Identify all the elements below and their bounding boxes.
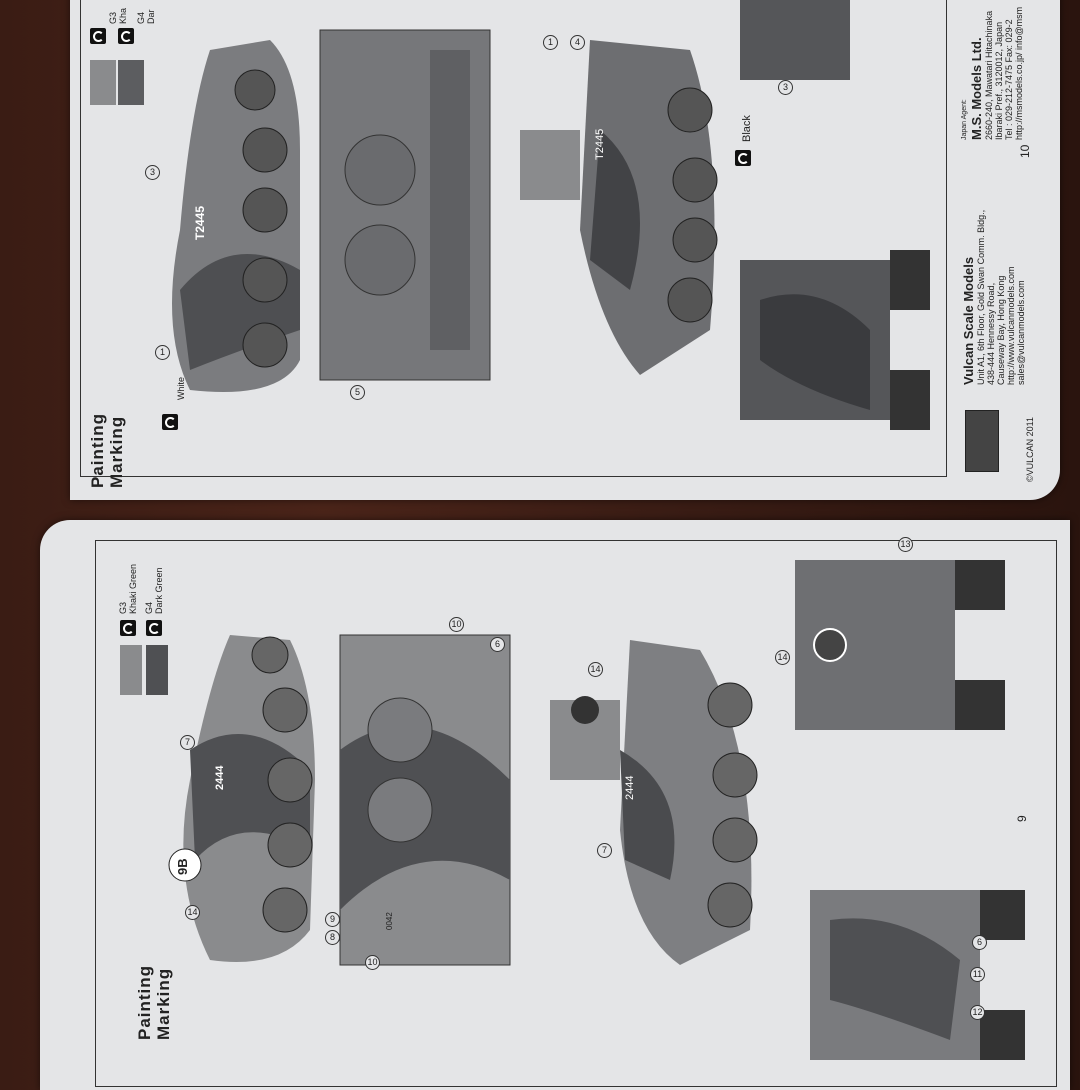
callout-10: 10 (365, 955, 380, 970)
page-number-10: 10 (1018, 144, 1032, 158)
japan-agent-info: Japan Agent: M.S. Models Ltd. 2660-240, … (960, 7, 1024, 140)
callout-6: 6 (490, 637, 505, 652)
company-website[interactable]: http://www.vulcanmodels.com (1006, 266, 1016, 385)
callout-6b: 6 (972, 935, 987, 950)
decal-badge-icon (162, 414, 178, 430)
page-number-9: 9 (1015, 815, 1029, 822)
callout-9: 9 (325, 912, 340, 927)
callout-3b: 3 (778, 80, 793, 95)
hull-number-2444-2: 2444 (624, 775, 636, 800)
vulcan-logo (965, 410, 999, 472)
decal-black-label: Black (741, 115, 753, 142)
hull-number-t2445-2: T2445 (594, 128, 606, 160)
hull-number-2444: 2444 (214, 765, 226, 790)
callout-8: 8 (325, 930, 340, 945)
callout-7: 7 (180, 735, 195, 750)
callout-3: 3 (145, 165, 160, 180)
tank-rear-view (795, 560, 1005, 730)
plate-number-0042: 0042 (385, 912, 394, 930)
company-address-3: Causeway Bay, Hong Kong (996, 275, 1006, 385)
callout-12: 12 (970, 1005, 985, 1020)
tank-three-quarter-view (550, 640, 758, 965)
tank-front-view (810, 890, 1025, 1060)
color-chip-g4 (146, 645, 168, 695)
agent-address-1: 2660-240, Mawatari Hitachinaka (984, 10, 994, 140)
vulcan-company-info: Vulcan Scale Models Unit A1, 6th Floor, … (961, 209, 1026, 385)
page9-title: Painting Marking (135, 965, 173, 1040)
color-badge-icon (146, 620, 162, 636)
page10-title: Painting Marking (88, 413, 126, 488)
agent-phone: Tel : 029-212-7475 Fax: 029-2 (1004, 19, 1014, 140)
callout-11: 11 (970, 967, 985, 982)
tank-side-view (168, 635, 315, 962)
title-line1: Painting (88, 412, 107, 488)
tank-front-view (740, 250, 930, 430)
color-badge-icon (90, 28, 106, 44)
tank-top-view (319, 29, 491, 381)
callout-14c: 14 (775, 650, 790, 665)
agent-name: M.S. Models Ltd. (969, 37, 984, 140)
title-line1: Painting (135, 964, 154, 1040)
callout-4: 4 (570, 35, 585, 50)
tank-top-view (339, 634, 511, 966)
title-line2: Marking (107, 415, 126, 488)
decal-badge-icon (735, 150, 751, 166)
tank-three-quarter-view (520, 40, 718, 375)
company-address-2: 438-444 Hennessy Road, (986, 282, 996, 385)
color-chip-g3 (120, 645, 142, 695)
color-badge-icon (120, 620, 136, 636)
company-email[interactable]: sales@vulcanmodels.com (1016, 280, 1026, 385)
callout-1b: 1 (543, 35, 558, 50)
callout-5: 5 (350, 385, 365, 400)
callout-14: 14 (185, 905, 200, 920)
agent-web[interactable]: http://msmodels.co.jp/ info@msm (1014, 6, 1024, 140)
callout-10b: 10 (449, 617, 464, 632)
color-chip-g3 (90, 60, 116, 105)
tank-side-view (172, 40, 300, 392)
agent-address-2: Ibaraki Pref., 3120012, Japan (994, 21, 1004, 140)
tank-rear-view (740, 0, 850, 80)
company-address-1: Unit A1, 6th Floor, Gold Swan Comm. Bldg… (976, 209, 986, 385)
color-chip-g4 (118, 60, 144, 105)
decal-white-label: White (176, 376, 186, 400)
company-name: Vulcan Scale Models (961, 256, 976, 385)
hull-number-t2445: T2445 (193, 205, 207, 240)
title-line2: Marking (154, 967, 173, 1040)
color-badge-icon (118, 28, 134, 44)
callout-7b: 7 (597, 843, 612, 858)
turret-marking-9b: 9B (175, 858, 190, 875)
callout-13: 13 (898, 537, 913, 552)
callout-1: 1 (155, 345, 170, 360)
copyright: ©VULCAN 2011 (1025, 417, 1035, 482)
callout-14b: 14 (588, 662, 603, 677)
page-10-frame (80, 0, 947, 477)
